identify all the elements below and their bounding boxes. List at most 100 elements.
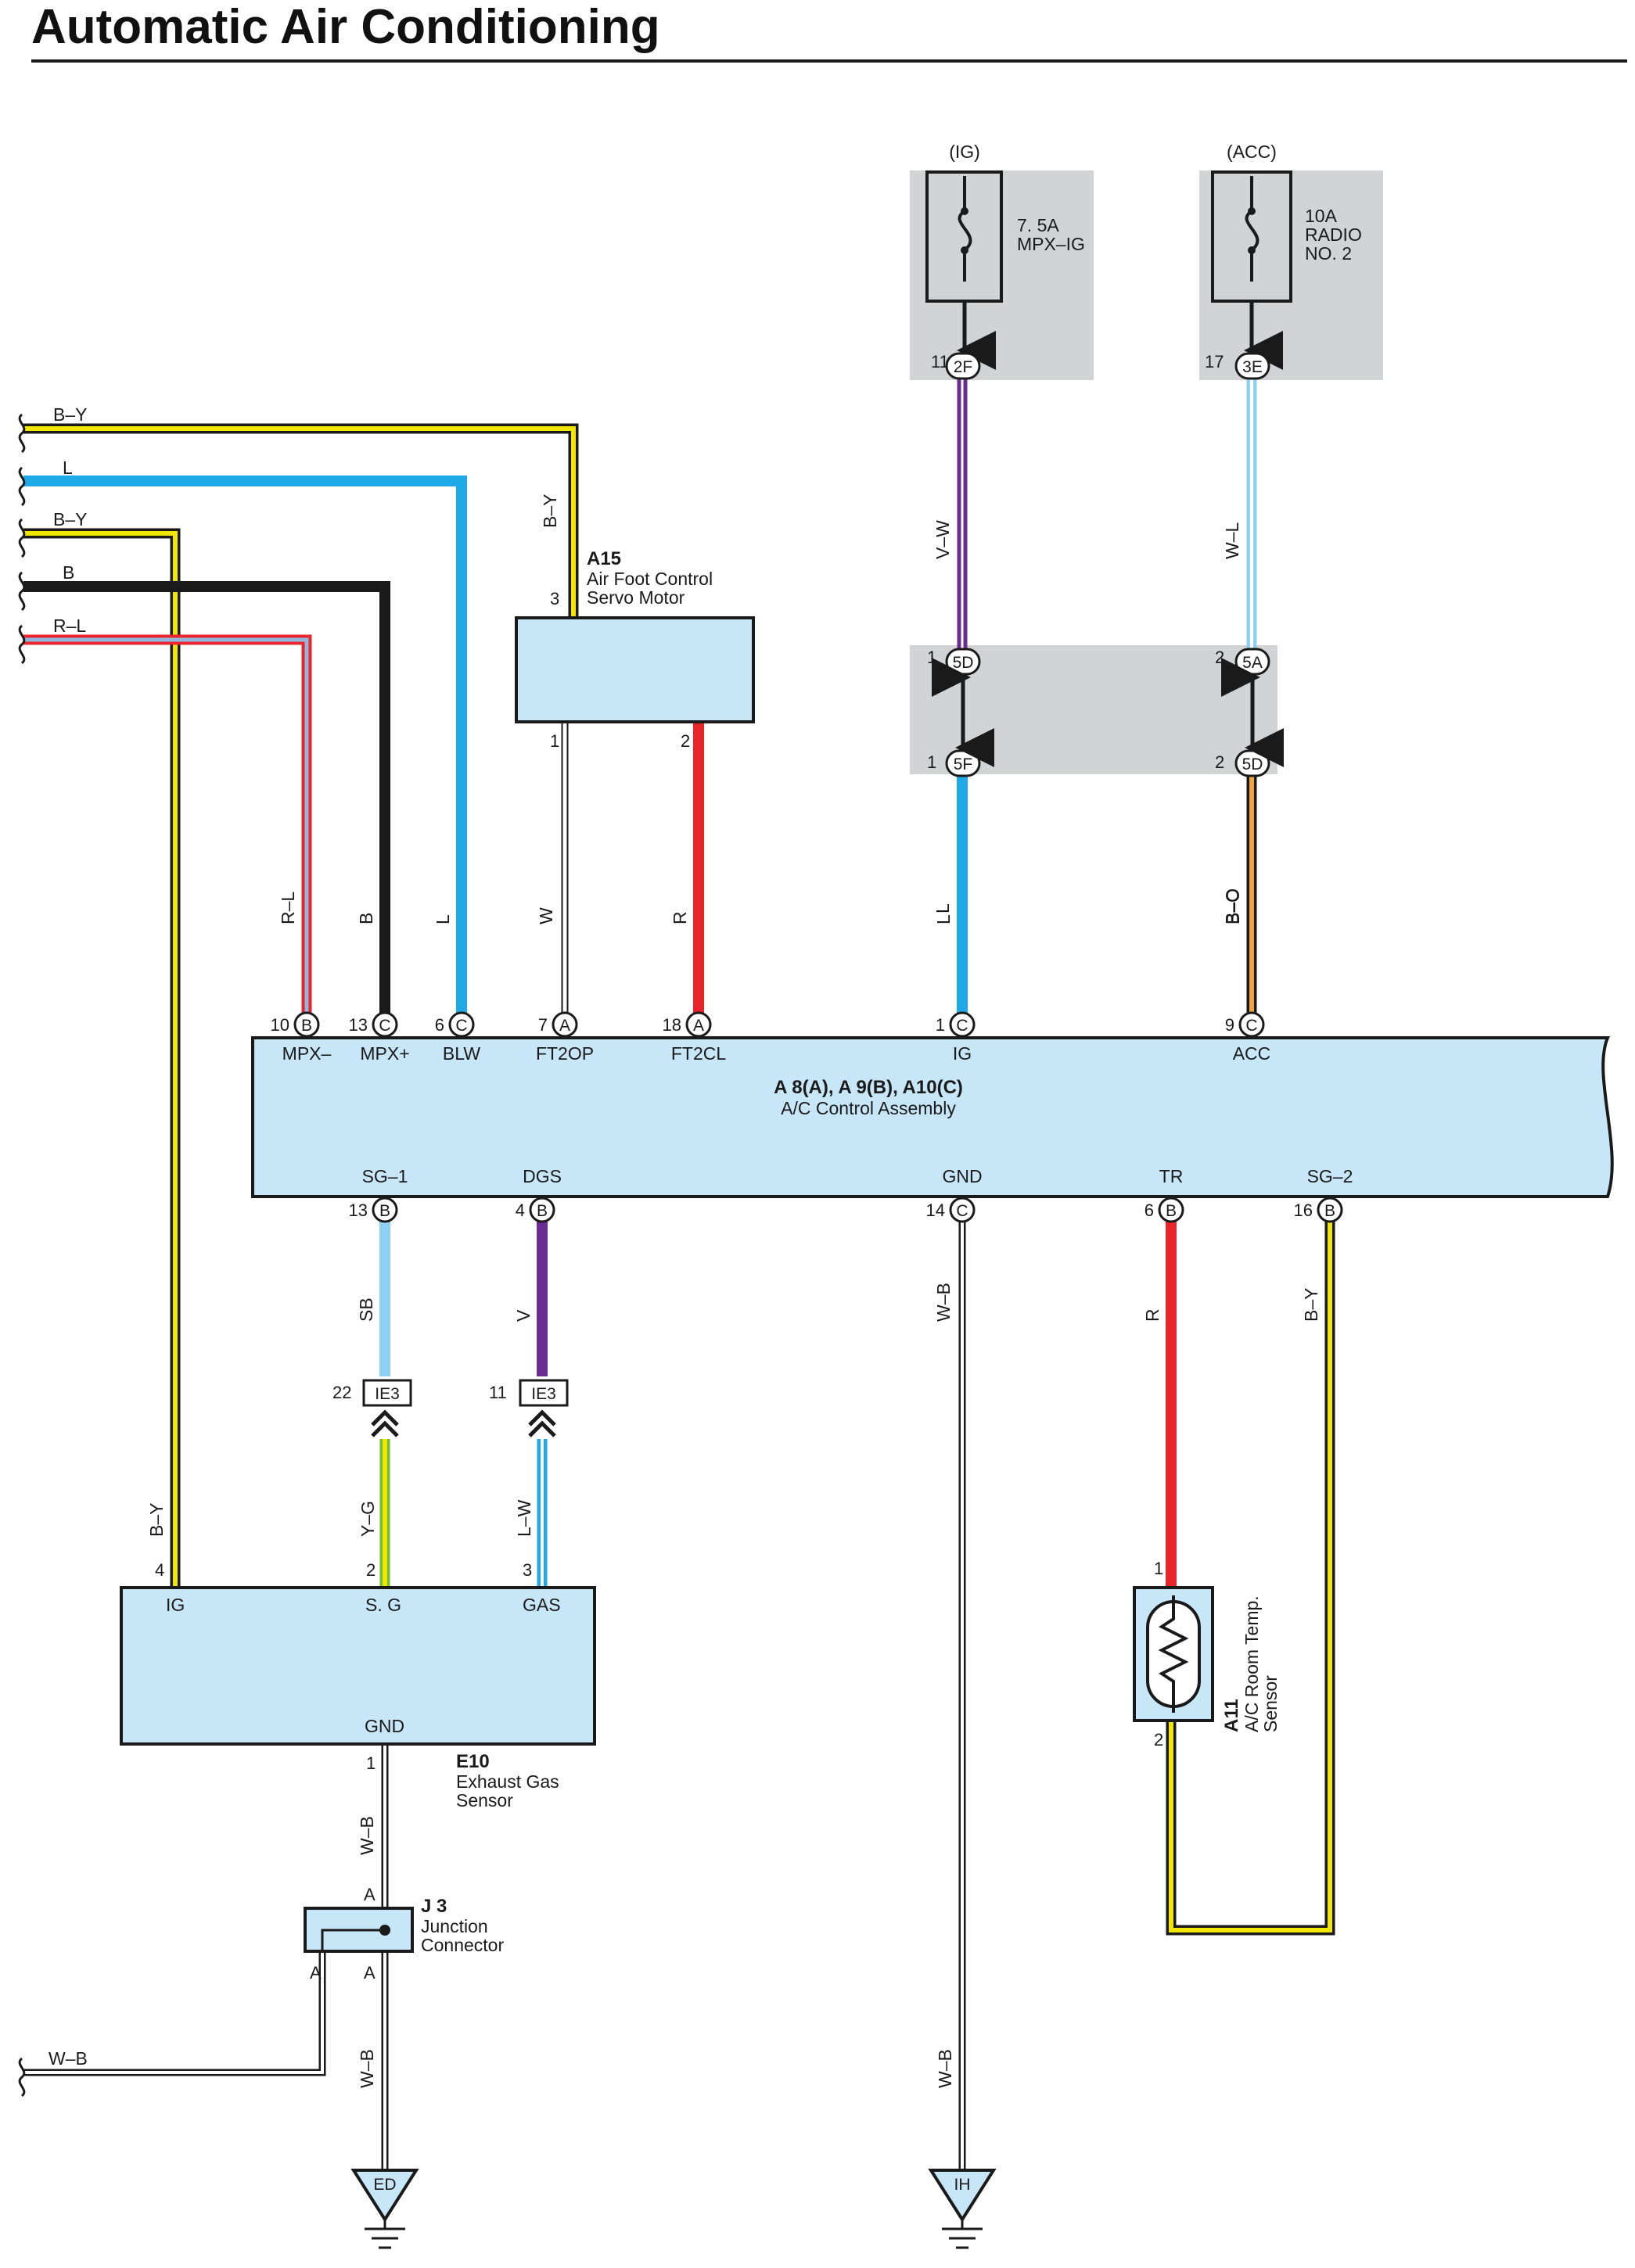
pin-wire-color-label: L	[433, 914, 453, 924]
page-title: Automatic Air Conditioning	[31, 0, 660, 54]
j3-splice-dot	[379, 1925, 390, 1936]
pin-wire-color-label: R	[670, 911, 690, 924]
j3-pin-bottom: A	[364, 1963, 376, 1983]
ground-ed-triangle	[350, 2169, 419, 2223]
pin-terminal	[1158, 1197, 1184, 1223]
pin-terminal	[552, 1011, 578, 1038]
wire-yg-label: Y–G	[358, 1501, 378, 1537]
ie3-1-box	[362, 1379, 412, 1407]
pin-number: 10	[271, 1015, 289, 1035]
a15-name-2: Servo Motor	[587, 587, 685, 608]
wires	[23, 375, 1335, 2170]
a11-pin-1: 1	[1154, 1559, 1163, 1578]
fuse-acc-supply: (ACC)	[1227, 142, 1277, 162]
e10-name-2: Sensor	[456, 1790, 513, 1810]
junction-block: 11 2F 17 3E 1 5D 2 5A 1 5F 2 5D V–W W–L …	[927, 352, 1284, 924]
left-wire-label-l: L	[63, 458, 73, 478]
a15-pin-1: 1	[550, 731, 559, 751]
fuse-ig-supply: (IG)	[949, 142, 980, 162]
pin-terminal	[949, 1197, 976, 1223]
pin-terminal	[372, 1011, 398, 1038]
ac-control-codes: A 8(A), A 9(B), A10(C)	[774, 1077, 963, 1098]
pin-function-label: GND	[942, 1166, 982, 1186]
fuse-ig-conn-label: 2F	[954, 358, 973, 376]
wire-l-blw	[23, 475, 467, 1022]
ground-ed-icon	[365, 2220, 405, 2249]
pin-terminal	[293, 1011, 320, 1038]
jb-pin-top-right: 2	[1215, 648, 1224, 667]
pin-wire-color-label: W–B	[933, 1283, 954, 1322]
ground-ed-label: ED	[373, 2176, 396, 2194]
pin-terminal	[372, 1197, 398, 1223]
wire-by-e10-outline	[23, 528, 181, 1588]
wire-wl-label: W–L	[1222, 522, 1242, 560]
pin-number: 18	[663, 1015, 681, 1035]
left-wire-label-b: B	[63, 562, 74, 583]
pin-function-label: DGS	[523, 1166, 562, 1186]
ie3-1-pin: 22	[332, 1383, 351, 1402]
wire-rl-outline	[23, 634, 312, 1022]
pin-connector-letter: A	[559, 1017, 570, 1035]
pin-function-label: FT2CL	[671, 1043, 727, 1064]
pin-connector-letter: A	[693, 1017, 704, 1035]
pin-function-label: SG–2	[1307, 1166, 1353, 1186]
break-mark-by-1	[18, 413, 26, 454]
pin-connector-letter: B	[537, 1202, 548, 1220]
ground-ih-wire-label: W–B	[935, 2049, 955, 2088]
e10-label-gnd: GND	[365, 1716, 404, 1736]
left-break-marks	[18, 413, 26, 2098]
pin-terminal	[448, 1011, 475, 1038]
pin-terminal	[685, 1011, 712, 1038]
pin-number: 14	[926, 1200, 945, 1220]
pin-terminal	[1317, 1197, 1343, 1223]
pin-terminal	[1238, 1011, 1265, 1038]
fuse-ig-name: MPX–IG	[1017, 234, 1085, 254]
fuse-acc-rating: 10A	[1305, 206, 1338, 226]
pin-wire-color-label: V	[513, 1309, 534, 1322]
e10-label-ig: IG	[166, 1595, 185, 1615]
pin-number: 13	[349, 1015, 368, 1035]
wire-vw-label: V–W	[932, 520, 953, 559]
a11-code: A11	[1221, 1699, 1242, 1732]
a15-box	[515, 616, 755, 723]
fuse-ig-terminal-bottom	[961, 246, 968, 254]
pin-wire-color-label: R–L	[278, 892, 298, 924]
ac-control-assembly: A 8(A), A 9(B), A10(C) A/C Control Assem…	[251, 888, 1614, 1322]
ground-ih-label: IH	[954, 2176, 971, 2194]
pin-number: 7	[538, 1015, 548, 1035]
ac-control-name: A/C Control Assembly	[781, 1098, 956, 1118]
a15-pin-top: 3	[550, 589, 559, 608]
fuse-ig-pin: 11	[931, 352, 949, 371]
pin-connector-letter: C	[379, 1017, 390, 1035]
a15-pin-2: 2	[681, 731, 690, 751]
ie3-connectors: 22 IE3 11 IE3 Y–G L–W	[332, 1379, 569, 1537]
a11-room-temp-sensor: 1 2 A11 A/C Room Temp. Sensor	[1133, 1559, 1281, 1749]
a15-code: A15	[587, 548, 621, 569]
left-wire-label-by-2: B–Y	[53, 509, 87, 529]
ie3-2-label: IE3	[531, 1385, 556, 1403]
wire-l-ig-label: L	[932, 903, 953, 913]
pin-wire-color-label: B–Y	[1301, 1288, 1321, 1322]
jb-conn-bot-right-label: 5D	[1242, 755, 1263, 773]
break-mark-wb	[18, 2057, 26, 2098]
fuse-ig-group: (IG) 7. 5A MPX–IG	[910, 142, 1094, 380]
ground-ih-triangle	[928, 2169, 997, 2223]
break-mark-rl	[18, 624, 26, 665]
ground-ih-icon	[942, 2220, 983, 2249]
j3-pin-left: A	[310, 1963, 322, 1983]
pin-number: 6	[435, 1015, 444, 1035]
pin-connector-letter: B	[1324, 1202, 1335, 1220]
wire-bo-label: B–O	[1222, 888, 1242, 924]
wire-wb-left-fill	[23, 1951, 324, 2074]
j3-junction-connector: A A A J 3 Junction Connector W–B	[304, 1885, 504, 2088]
pin-connector-letter: C	[1245, 1017, 1257, 1035]
wire-by-loop-fill	[1169, 1208, 1332, 1932]
pin-function-label: BLW	[443, 1043, 480, 1064]
left-wire-label-rl: R–L	[53, 615, 86, 636]
jb-pin-top-left: 1	[927, 648, 936, 667]
ground-ed: ED	[350, 2169, 419, 2249]
